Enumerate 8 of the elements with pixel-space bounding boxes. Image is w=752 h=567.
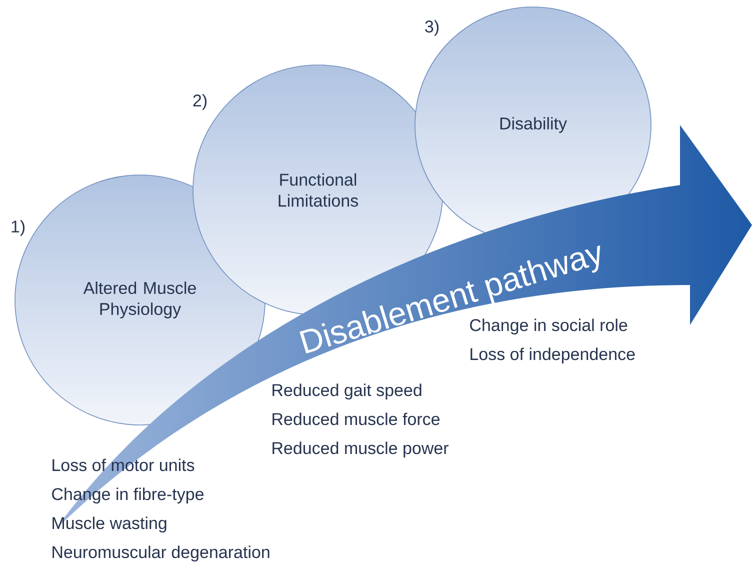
list-item: Muscle wasting xyxy=(52,516,166,533)
list-item: Reduced muscle power xyxy=(272,442,449,458)
step-number: 3) xyxy=(425,20,438,36)
list-item: Loss of motor units xyxy=(52,458,194,472)
list-item: Neuromuscular degenaration xyxy=(52,546,270,562)
step-number: 1) xyxy=(12,220,25,236)
step-number: 2) xyxy=(193,94,206,110)
list-item: Change in fibre-type xyxy=(52,488,204,504)
